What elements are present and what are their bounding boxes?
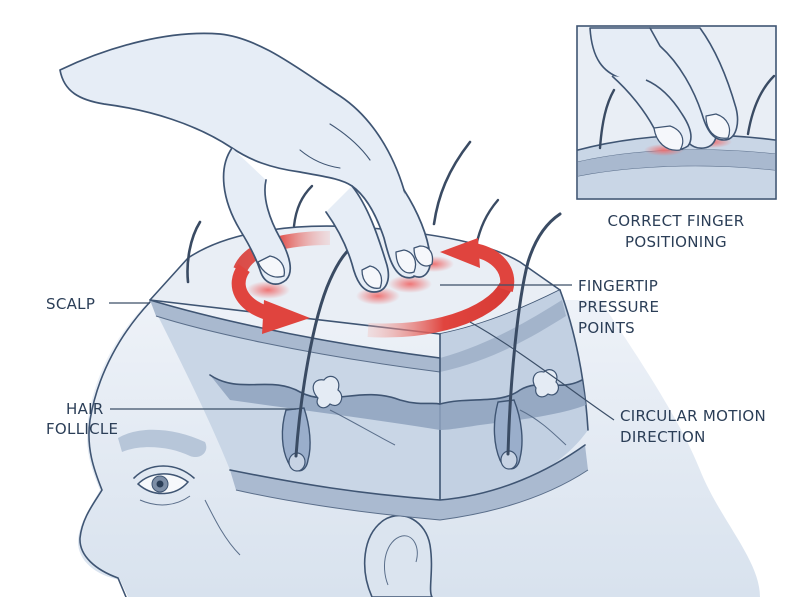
fingertip-label-line1: FINGERTIP bbox=[578, 277, 658, 295]
fingertip-label-line3: POINTS bbox=[578, 319, 635, 337]
eye bbox=[133, 465, 195, 506]
circular-label-line1: CIRCULAR MOTION bbox=[620, 407, 766, 425]
circular-leader bbox=[469, 321, 615, 421]
hair-follicle-label-line1: HAIR bbox=[66, 400, 104, 418]
circular-arrow-icon bbox=[231, 231, 515, 338]
inset-label-line1: CORRECT FINGER bbox=[607, 212, 744, 230]
scalp-label: SCALP bbox=[46, 295, 95, 313]
fingertip-label-line2: PRESSURE bbox=[578, 298, 659, 316]
leader-lines bbox=[109, 284, 615, 421]
circular-label-line2: DIRECTION bbox=[620, 428, 706, 446]
hand bbox=[59, 32, 434, 293]
inset-panel bbox=[576, 25, 777, 200]
scalp-cross-section bbox=[149, 225, 589, 521]
hair-follicle-label-line2: FOLLICLE bbox=[46, 420, 118, 438]
inset-label-line2: POSITIONING bbox=[625, 233, 727, 251]
labels: SCALP HAIR FOLLICLE FINGERTIP PRESSURE P… bbox=[46, 212, 766, 446]
ear bbox=[363, 514, 434, 598]
